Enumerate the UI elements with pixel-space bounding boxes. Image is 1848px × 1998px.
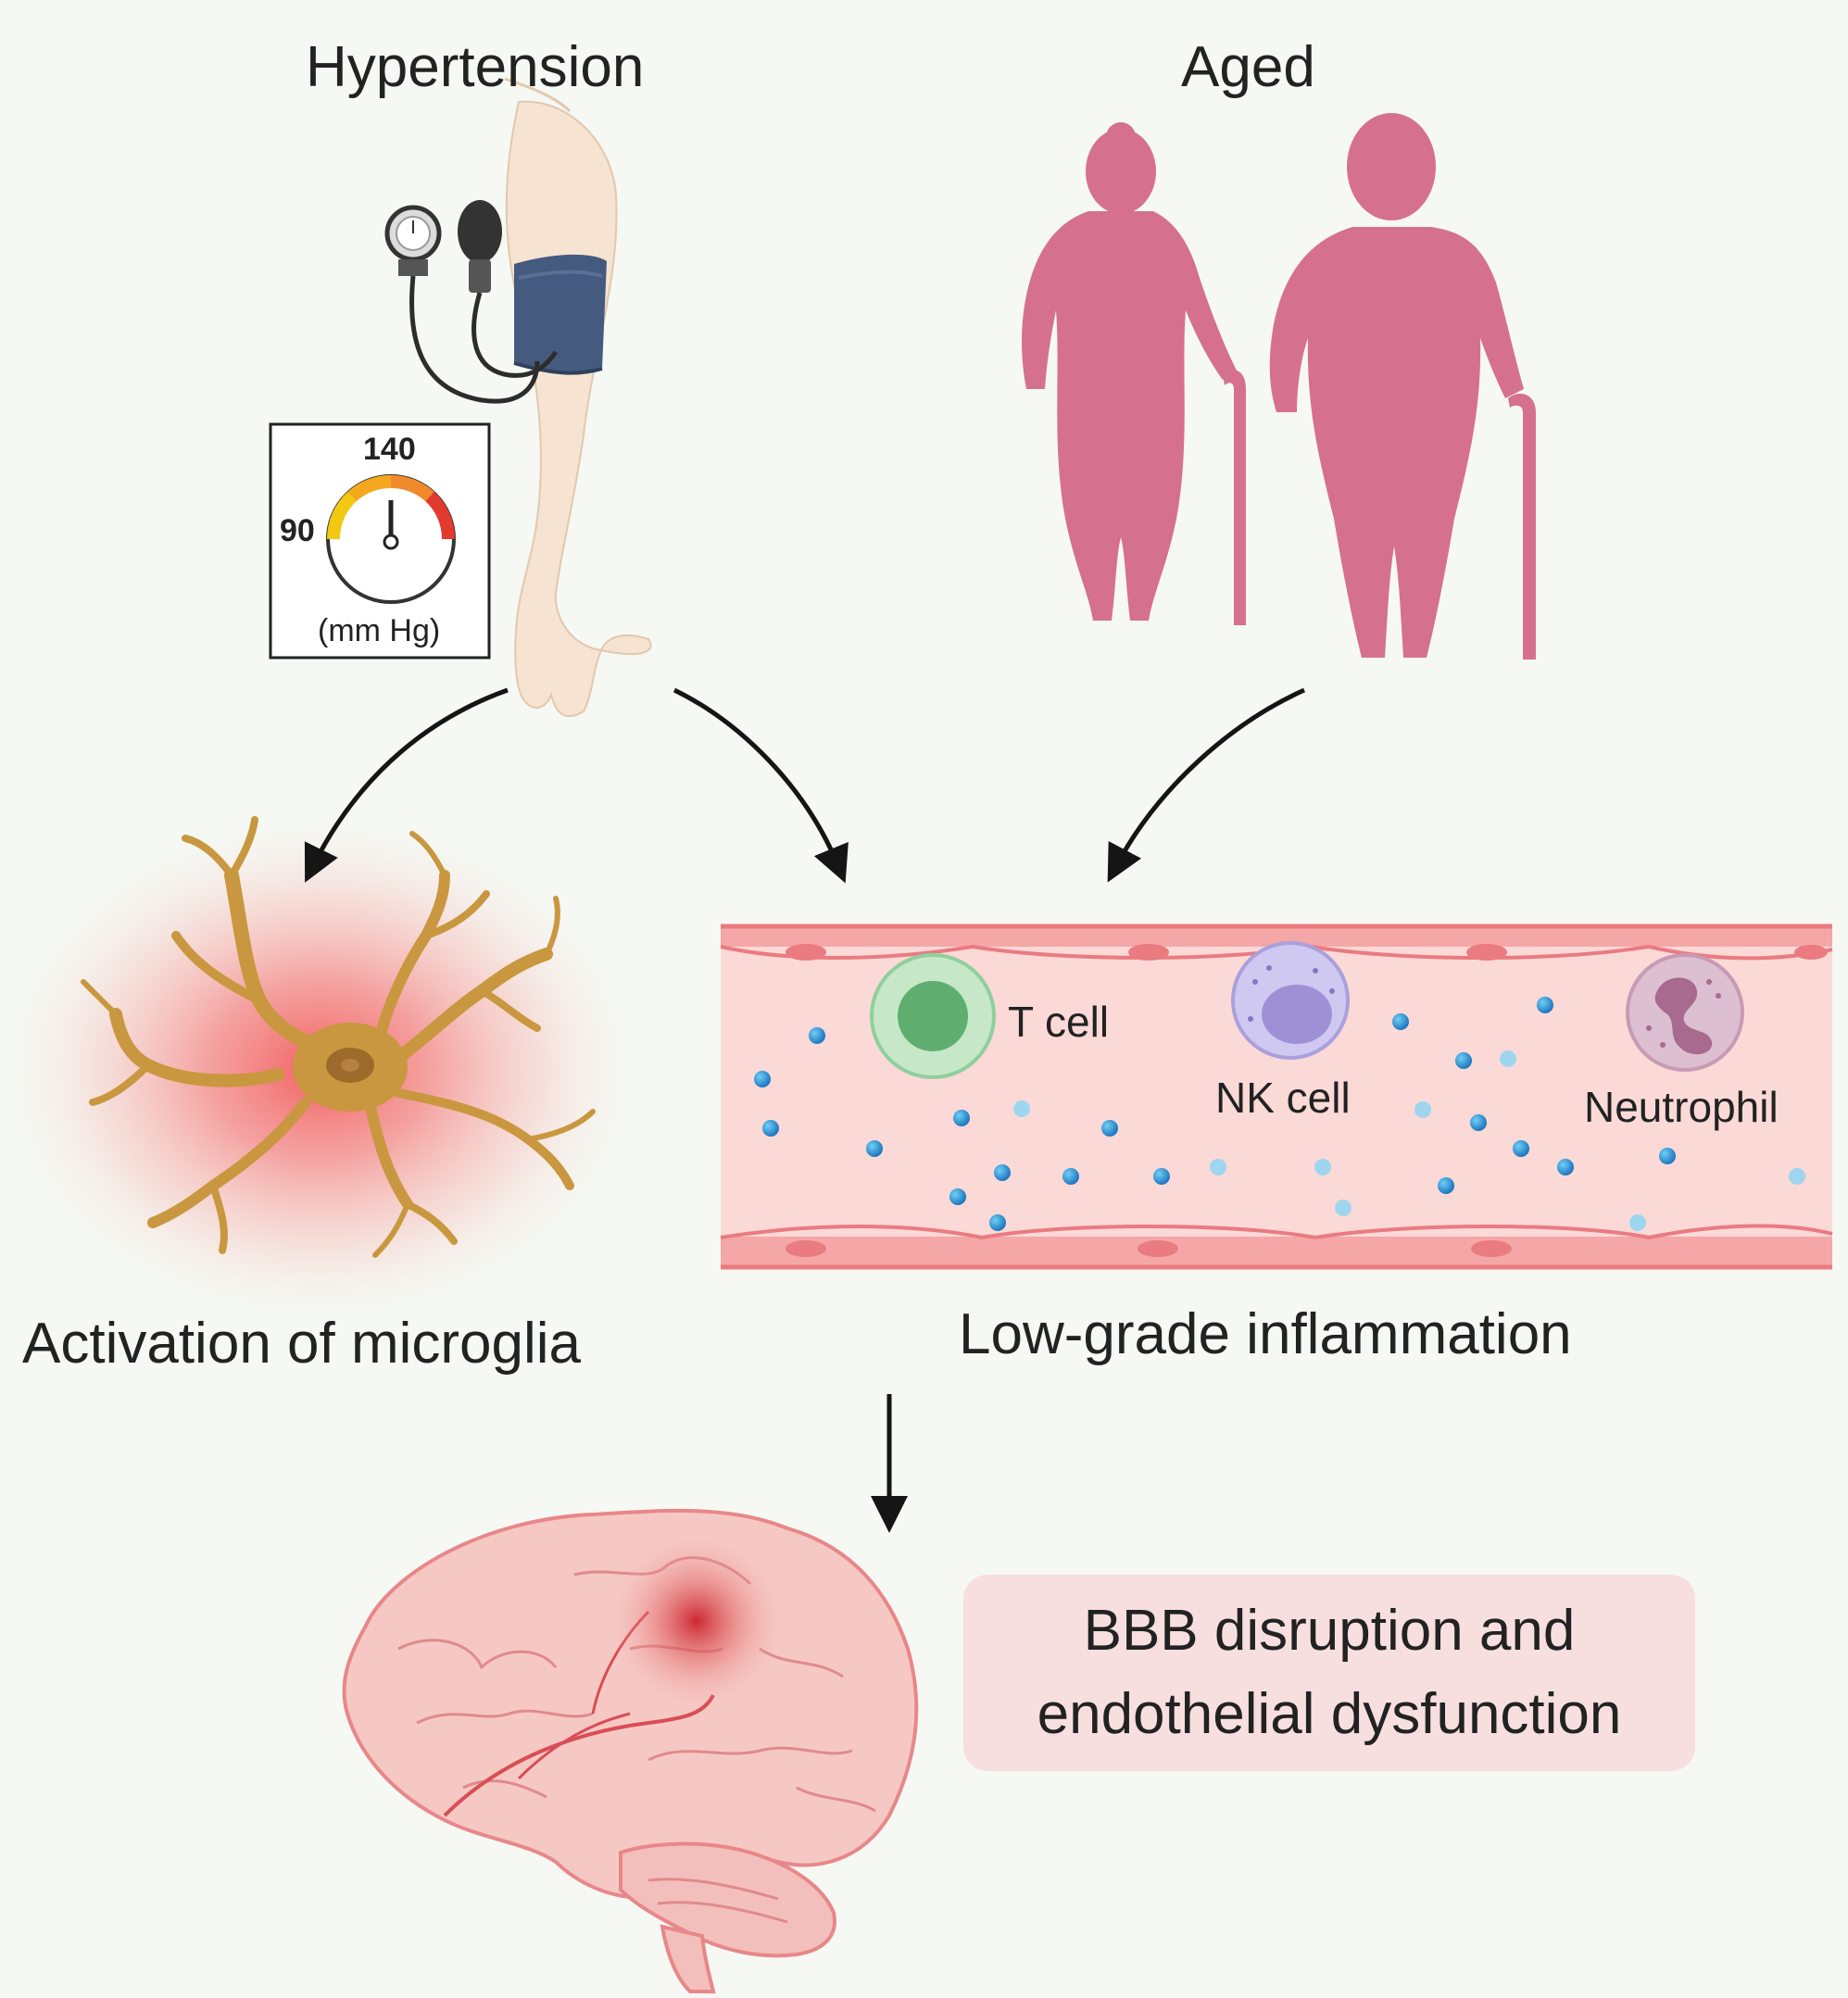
hypertension-label: Hypertension	[306, 35, 645, 99]
nk-cell-icon	[1231, 941, 1350, 1060]
brain-icon	[342, 1508, 919, 1993]
cytokine-particles	[754, 997, 1805, 1231]
gauge-left-value: 90	[280, 513, 315, 548]
arm-illustration	[504, 77, 652, 718]
t-cell-label: T cell	[1008, 998, 1110, 1046]
elderly-man-icon	[1269, 113, 1536, 660]
blood-pressure-cuff-icon	[513, 254, 607, 375]
bbb-disruption-box: BBB disruption and endothelial dysfuncti…	[963, 1575, 1695, 1771]
microglia-activation-label: Activation of microglia	[22, 1312, 582, 1376]
gauge-unit-label: (mm Hg)	[318, 613, 441, 648]
aged-label: Aged	[1181, 35, 1315, 99]
neutrophil-label: Neutrophil	[1584, 1083, 1779, 1131]
blood-pressure-gauge	[269, 422, 491, 660]
low-grade-inflammation-label: Low-grade inflammation	[959, 1302, 1572, 1366]
arrow-hypertension-to-inflammation	[673, 687, 849, 884]
bbb-text-line-1: BBB disruption and	[1083, 1599, 1576, 1664]
gauge-top-value: 140	[363, 432, 416, 467]
nk-cell-label: NK cell	[1215, 1074, 1351, 1122]
neutrophil-icon	[1626, 953, 1744, 1072]
bbb-text-line-2: endothelial dysfunction	[1037, 1682, 1622, 1746]
sphygmomanometer-icon	[384, 200, 559, 404]
t-cell-icon	[870, 953, 996, 1079]
microglia-body	[293, 1023, 408, 1112]
elderly-woman-icon	[1022, 122, 1246, 625]
flow-arrows	[304, 687, 1306, 1533]
arrow-to-microglia	[304, 687, 509, 883]
arrow-aged-to-inflammation	[1107, 687, 1306, 883]
